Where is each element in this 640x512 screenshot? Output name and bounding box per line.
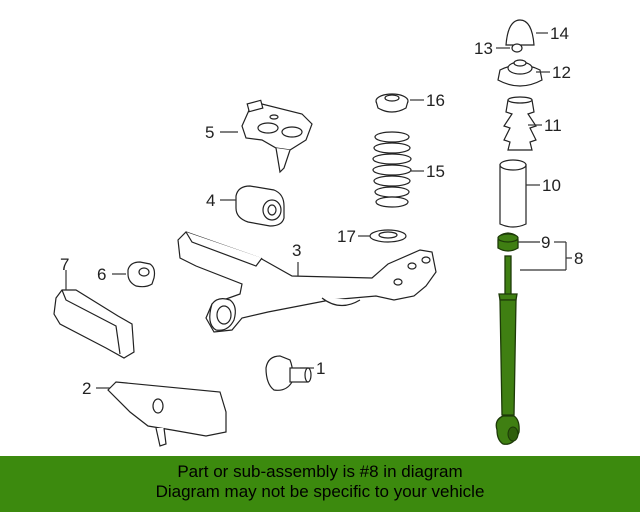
banner-line-1: Part or sub-assembly is #8 in diagram (177, 462, 463, 481)
part-14-cap: 14 (505, 19, 569, 46)
callout-15: 15 (426, 162, 445, 181)
callout-7: 7 (60, 255, 69, 274)
part-7-panel: 7 (53, 255, 135, 359)
callout-4: 4 (206, 191, 215, 210)
part-13-nut: 13 (474, 39, 523, 58)
callout-16: 16 (426, 91, 445, 110)
info-banner: Part or sub-assembly is #8 in diagram Di… (0, 456, 640, 512)
callout-8-bracket: 8 (520, 241, 583, 271)
part-15-coil-spring: 15 (372, 131, 445, 208)
part-3-axle-beam: 3 (177, 231, 437, 333)
part-10-dust-tube: 10 (499, 159, 561, 228)
parts-diagram: 14 13 12 11 10 9 8 (53, 19, 583, 447)
part-1-hub: 1 (265, 355, 325, 391)
part-17-isolator: 17 (337, 227, 407, 246)
part-8-shock-absorber-highlighted (495, 255, 520, 445)
part-6-small-bushing: 6 (97, 261, 156, 288)
callout-3: 3 (292, 241, 301, 260)
callout-10: 10 (542, 176, 561, 195)
callout-9: 9 (541, 233, 550, 252)
part-5-bracket: 5 (205, 99, 313, 174)
callout-6: 6 (97, 265, 106, 284)
part-2-skid-plate: 2 (82, 379, 227, 447)
part-12-mount: 12 (497, 59, 571, 87)
callout-11: 11 (544, 116, 562, 135)
callout-12: 12 (552, 63, 571, 82)
callout-13: 13 (474, 39, 493, 58)
part-16-spring-seat: 16 (375, 91, 445, 113)
callout-8: 8 (574, 249, 583, 268)
part-4-bushing: 4 (206, 185, 285, 227)
part-9-bushing-highlighted: 9 (497, 232, 550, 252)
part-11-bump-stop: 11 (503, 96, 562, 151)
callout-1: 1 (316, 359, 325, 378)
callout-2: 2 (82, 379, 91, 398)
callout-17: 17 (337, 227, 356, 246)
callout-5: 5 (205, 123, 214, 142)
banner-line-2: Diagram may not be specific to your vehi… (155, 482, 485, 501)
callout-14: 14 (550, 24, 569, 43)
